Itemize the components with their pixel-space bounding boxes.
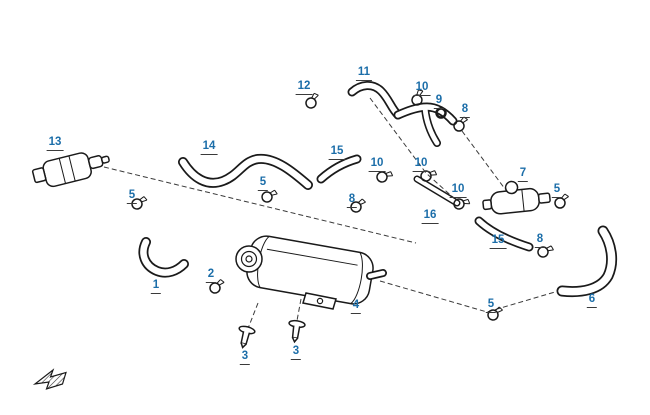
callout-10-right[interactable]: 10 bbox=[449, 183, 467, 198]
callout-8-top[interactable]: 8 bbox=[459, 103, 471, 118]
canister-cap bbox=[235, 245, 263, 273]
callout-14[interactable]: 14 bbox=[200, 140, 218, 155]
leader-line bbox=[295, 298, 302, 327]
leader-line bbox=[461, 130, 506, 190]
callout-16[interactable]: 16 bbox=[421, 209, 439, 224]
direction-arrow bbox=[32, 368, 67, 390]
callout-10-top[interactable]: 10 bbox=[413, 81, 431, 96]
leader-line bbox=[246, 302, 259, 332]
hose-15-right bbox=[474, 216, 534, 252]
callout-5-bottom[interactable]: 5 bbox=[485, 298, 497, 313]
callout-5-mid[interactable]: 5 bbox=[257, 176, 269, 191]
hose-1 bbox=[138, 237, 189, 278]
bolt-3-left bbox=[238, 325, 256, 349]
hose-14 bbox=[178, 153, 313, 190]
callout-9[interactable]: 9 bbox=[433, 94, 445, 109]
clamp-12 bbox=[303, 91, 322, 110]
leader-lines bbox=[103, 97, 556, 332]
leader-line bbox=[379, 280, 556, 313]
leader-line bbox=[369, 97, 458, 202]
callout-12[interactable]: 12 bbox=[295, 80, 313, 95]
hose-6 bbox=[556, 225, 618, 298]
callout-6[interactable]: 6 bbox=[586, 293, 598, 308]
hose-15-left bbox=[316, 154, 362, 184]
canister-port bbox=[366, 269, 387, 280]
callout-13[interactable]: 13 bbox=[46, 136, 64, 151]
purge-valve-13 bbox=[31, 152, 110, 188]
callout-15-right[interactable]: 15 bbox=[489, 234, 507, 249]
valve-7 bbox=[482, 180, 551, 215]
callout-7[interactable]: 7 bbox=[517, 167, 529, 182]
callout-8-left[interactable]: 8 bbox=[346, 193, 358, 208]
callout-5-right[interactable]: 5 bbox=[551, 183, 563, 198]
callout-10-mid-right[interactable]: 10 bbox=[412, 157, 430, 172]
hose-11 bbox=[347, 81, 403, 120]
fitting-16 bbox=[413, 175, 461, 207]
callout-11[interactable]: 11 bbox=[355, 66, 373, 81]
callout-5-left[interactable]: 5 bbox=[126, 189, 138, 204]
callout-2[interactable]: 2 bbox=[205, 268, 217, 283]
callout-3-right[interactable]: 3 bbox=[290, 345, 302, 360]
leader-line bbox=[103, 166, 417, 244]
callout-15-left[interactable]: 15 bbox=[328, 145, 346, 160]
callout-10-mid-left[interactable]: 10 bbox=[368, 157, 386, 172]
callout-4[interactable]: 4 bbox=[350, 299, 362, 314]
callout-3-left[interactable]: 3 bbox=[239, 350, 251, 365]
canister-bracket bbox=[302, 292, 337, 310]
callout-8-right[interactable]: 8 bbox=[534, 233, 546, 248]
y-hose bbox=[393, 102, 458, 147]
callout-1[interactable]: 1 bbox=[150, 279, 162, 294]
bolt-3-right bbox=[288, 319, 306, 344]
